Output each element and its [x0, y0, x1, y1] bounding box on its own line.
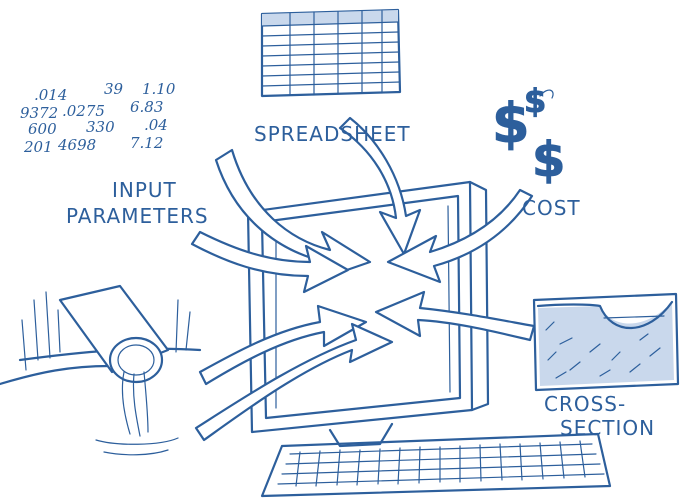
number-cell: 4698	[58, 136, 96, 154]
cross-section-icon	[534, 294, 678, 390]
number-cell: 1.10	[142, 80, 175, 98]
number-cell: 39	[104, 80, 123, 98]
cross-section-label-line2: SECTION	[560, 416, 655, 440]
number-cell: .04	[144, 116, 168, 134]
spreadsheet-label: SPREADSHEET	[254, 122, 411, 146]
svg-text:$: $	[524, 82, 546, 120]
dollar-signs-icon: $ $ $	[492, 82, 565, 188]
number-cell: 330	[86, 118, 115, 136]
number-cell: 7.12	[130, 134, 163, 152]
spreadsheet-grid-icon	[262, 10, 400, 96]
number-cell: 201	[24, 138, 53, 156]
number-cell: 6.83	[130, 98, 163, 116]
svg-text:$: $	[532, 132, 565, 188]
input-parameters-label-line2: PARAMETERS	[66, 204, 209, 228]
cross-section-label-line1: CROSS-	[544, 392, 626, 416]
input-parameters-label-line1: INPUT	[112, 178, 177, 202]
input-arrows	[192, 118, 534, 440]
keyboard-icon	[262, 434, 610, 496]
number-cell: 600	[28, 120, 57, 138]
cost-label: COST	[522, 196, 581, 220]
culvert-pipe-icon	[0, 286, 200, 455]
